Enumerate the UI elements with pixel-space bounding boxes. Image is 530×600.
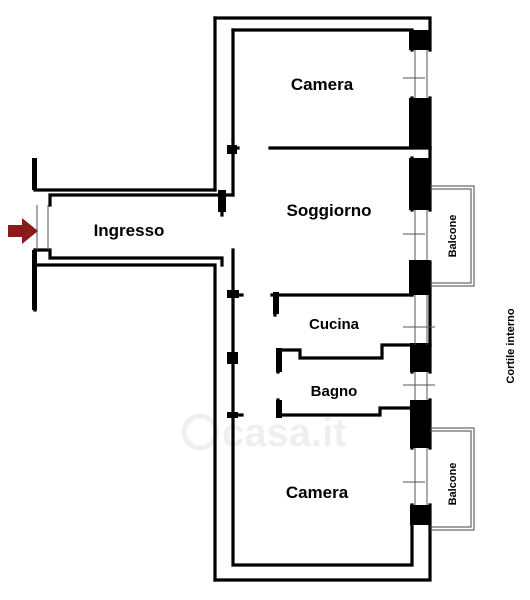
- arrow-right-icon: [8, 218, 38, 244]
- room-label-camera-top: Camera: [291, 75, 354, 94]
- svg-text:casa.it: casa.it: [222, 411, 347, 455]
- room-label-ingresso: Ingresso: [94, 221, 165, 240]
- room-label-balcone-bottom: Balcone: [447, 463, 459, 506]
- room-label-bagno: Bagno: [311, 383, 358, 400]
- room-label-cucina: Cucina: [309, 316, 360, 333]
- outer-walls: [33, 16, 432, 582]
- label-cortile-interno: Cortile interno: [505, 308, 517, 383]
- room-label-camera-bottom: Camera: [286, 483, 349, 502]
- room-label-soggiorno: Soggiorno: [287, 201, 372, 220]
- windows: [36, 50, 435, 505]
- watermark-logo: casa.it: [181, 411, 347, 455]
- wall-blocks: [32, 30, 430, 525]
- balcony-bottom: [430, 427, 475, 531]
- room-label-balcone-top: Balcone: [447, 215, 459, 258]
- balcony-top: [430, 185, 475, 287]
